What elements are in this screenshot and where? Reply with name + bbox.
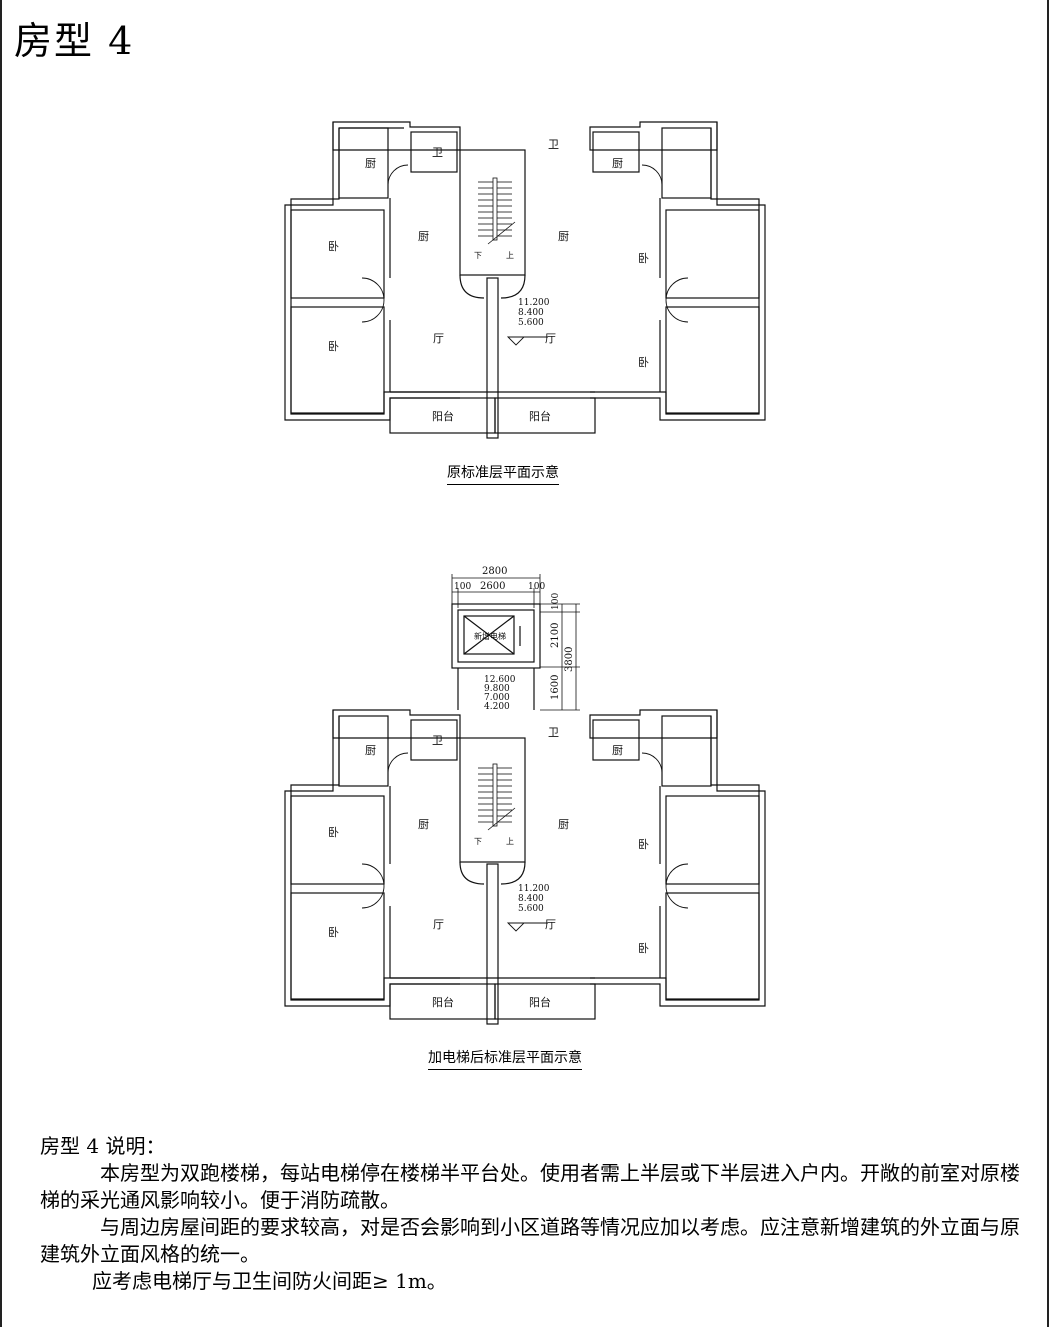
level-mark: 4.200 [484,702,510,712]
description-paragraph-3: 应考虑电梯厅与卫生间防火间距≥ 1m。 [92,1269,447,1293]
bedroom-label: 卧 [328,240,339,253]
caption-original: 原标准层平面示意 [447,462,559,485]
dim-wall-right: 100 [528,582,545,592]
kitchen-label: 厨 [418,818,429,831]
bedroom-label: 卧 [638,942,649,955]
level-mark: 7.000 [484,693,510,703]
bath-label: 卫 [548,138,559,151]
kitchen-label: 厨 [418,230,429,243]
level-mark: 5.600 [518,318,544,328]
level-mark: 9.800 [484,684,510,694]
level-mark: 11.200 [518,884,550,894]
stair-down-label: 下 [474,837,482,846]
hall-label: 厅 [433,332,444,345]
kitchen-label: 厨 [365,157,376,170]
elevator-label: 新增电梯 [474,631,506,641]
bath-label: 卫 [548,726,559,739]
stair-up-label: 上 [506,837,514,846]
level-mark: 8.400 [518,894,544,904]
level-mark: 12.600 [484,675,516,685]
balcony-label: 阳台 [432,995,454,1009]
level-mark: 5.600 [518,904,544,914]
bath-label: 卫 [432,146,443,159]
original-floor-plan: 厨 卫 厨 卧 卧 厅 阳台 卫 厨 厨 卧 卧 厅 阳台 下 上 11.200… [284,121,766,439]
balcony-label: 阳台 [529,409,551,423]
description-heading: 房型 4 说明： [40,1134,166,1158]
page-title: 房型 4 [14,19,135,63]
bedroom-label: 卧 [638,838,649,851]
dim-wall-left: 100 [454,582,471,592]
dim-depth-total: 3800 [564,647,575,672]
bedroom-label: 卧 [328,826,339,839]
bath-label: 卫 [432,734,443,747]
stair-up-label: 上 [506,251,514,260]
dim-depth-shaft: 2100 [550,623,561,648]
stair-down-label: 下 [474,251,482,260]
kitchen-label: 厨 [612,744,623,757]
bedroom-label: 卧 [328,926,339,939]
after-elevator-floor-plan: 2800 100 2600 100 100 2100 1600 3800 新增电… [284,566,766,1025]
bedroom-label: 卧 [328,340,339,353]
description-paragraph-1: 本房型为双跑楼梯，每站电梯停在楼梯半平台处。使用者需上半层或下半层进入户内。开敞… [40,1161,1020,1212]
bedroom-label: 卧 [638,252,649,265]
dim-depth-landing: 1600 [550,675,561,700]
hall-label: 厅 [545,332,556,345]
description-block: 房型 4 说明： 本房型为双跑楼梯，每站电梯停在楼梯半平台处。使用者需上半层或下… [40,1133,1020,1295]
hall-label: 厅 [545,918,556,931]
caption-after-elevator: 加电梯后标准层平面示意 [428,1047,582,1070]
hall-label: 厅 [433,918,444,931]
balcony-label: 阳台 [432,409,454,423]
balcony-label: 阳台 [529,995,551,1009]
dim-depth-wall: 100 [551,593,561,610]
dim-total-width: 2800 [482,566,507,577]
level-mark: 11.200 [518,298,550,308]
bedroom-label: 卧 [638,356,649,369]
level-mark: 8.400 [518,308,544,318]
kitchen-label: 厨 [365,744,376,757]
kitchen-label: 厨 [558,230,569,243]
kitchen-label: 厨 [612,157,623,170]
dim-clear-width: 2600 [480,581,505,592]
description-paragraph-2: 与周边房屋间距的要求较高，对是否会影响到小区道路等情况应加以考虑。应注意新增建筑… [40,1215,1020,1266]
kitchen-label: 厨 [558,818,569,831]
